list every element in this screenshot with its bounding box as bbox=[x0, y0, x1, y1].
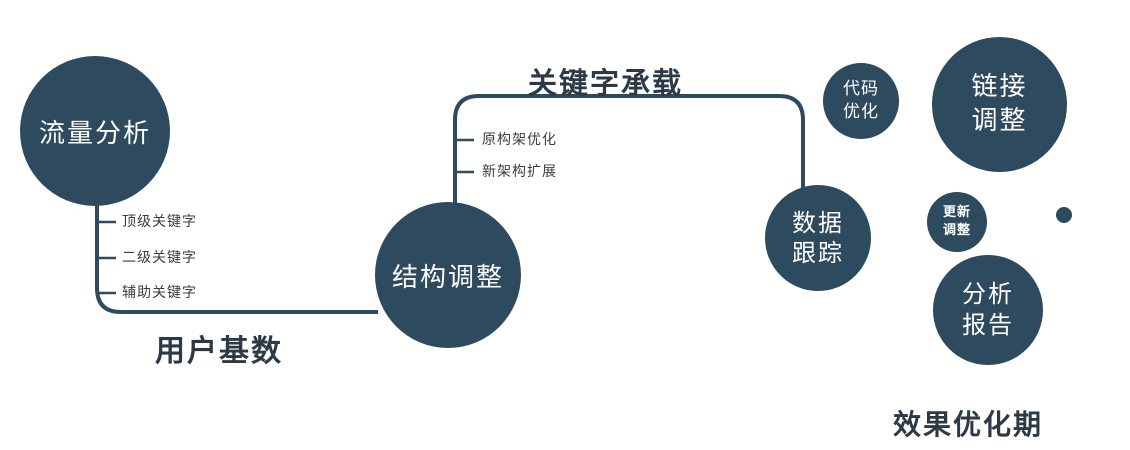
node-link-adjustment-line2: 调整 bbox=[971, 105, 1028, 136]
edge-label-keyword-bearing: 关键字承载 bbox=[528, 66, 684, 100]
node-link-adjustment-line1: 链接 bbox=[971, 71, 1028, 102]
branch-label-new-architecture: 新架构扩展 bbox=[482, 164, 557, 180]
node-structure-adjustment-label: 结构调整 bbox=[391, 262, 504, 293]
branch-label-secondary-keywords: 二级关键字 bbox=[122, 250, 197, 266]
node-code-optimization: 代码 优化 bbox=[823, 63, 899, 139]
branch-label-original-architecture: 原构架优化 bbox=[482, 132, 557, 148]
node-code-optimization-line2: 优化 bbox=[843, 102, 879, 122]
branch-label-top-keywords: 顶级关键字 bbox=[122, 214, 197, 230]
node-analysis-report-line2: 报告 bbox=[962, 311, 1014, 339]
edge-label-effect-optimization-phase: 效果优化期 bbox=[893, 408, 1044, 441]
node-data-tracking-line2: 跟踪 bbox=[792, 239, 844, 267]
branch-ticks-left bbox=[97, 220, 116, 295]
node-update-adjustment-line1: 更新 bbox=[942, 205, 971, 221]
node-analysis-report-line1: 分析 bbox=[962, 279, 1014, 308]
connector-path-left bbox=[95, 192, 378, 314]
edge-label-user-base: 用户基数 bbox=[155, 334, 283, 369]
node-structure-adjustment: 结构调整 bbox=[375, 202, 521, 348]
node-link-adjustment: 链接 调整 bbox=[932, 37, 1067, 172]
node-traffic-analysis: 流量分析 bbox=[20, 56, 170, 206]
node-data-tracking: 数据 跟踪 bbox=[765, 185, 871, 291]
small-dot-marker bbox=[1056, 207, 1072, 223]
branch-label-auxiliary-keywords: 辅助关键字 bbox=[122, 285, 197, 301]
connector-path-middle bbox=[453, 94, 805, 206]
node-analysis-report: 分析 报告 bbox=[933, 255, 1043, 365]
node-traffic-analysis-label: 流量分析 bbox=[38, 118, 151, 149]
node-data-tracking-line1: 数据 bbox=[792, 209, 844, 237]
node-code-optimization-line1: 代码 bbox=[843, 79, 879, 100]
node-update-adjustment: 更新 调整 bbox=[927, 192, 987, 252]
node-update-adjustment-line2: 调整 bbox=[942, 223, 971, 238]
branch-ticks-middle bbox=[455, 138, 474, 174]
